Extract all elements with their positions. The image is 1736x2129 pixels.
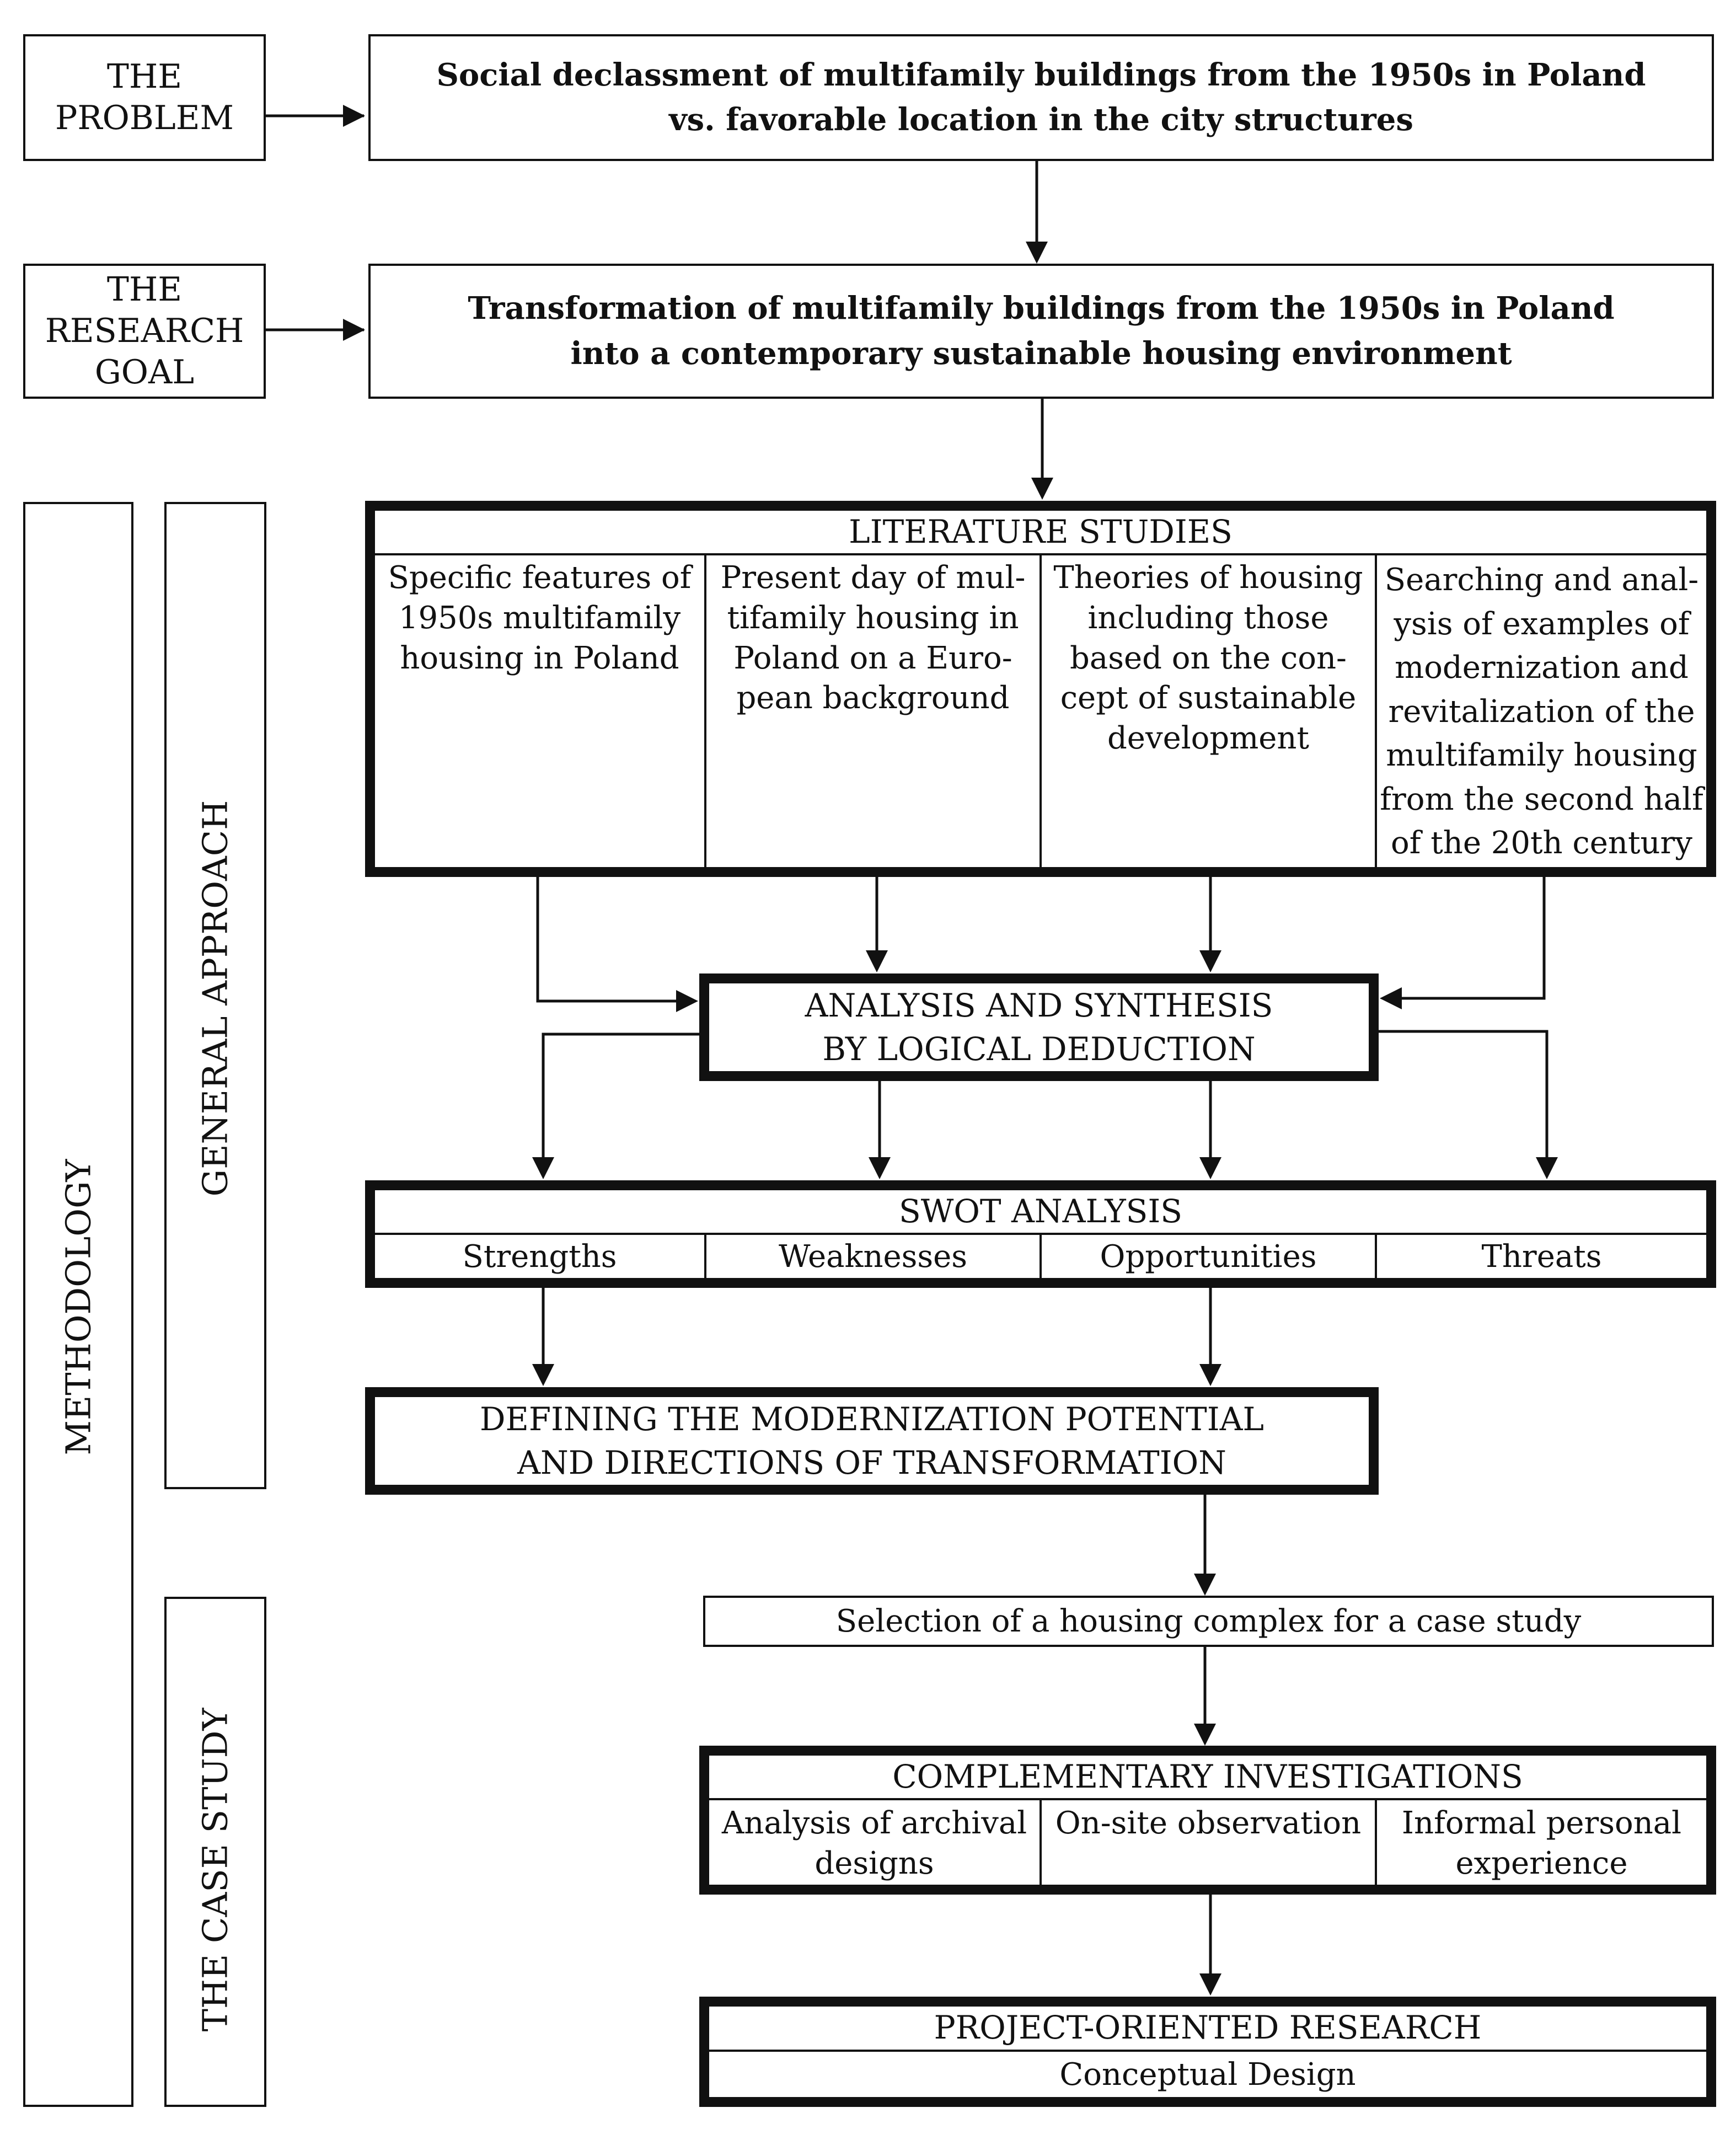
goal-text: Transformation of multifamily buildings … (468, 290, 1615, 372)
swot-threats: Threats (1481, 1238, 1602, 1275)
goal-box (368, 264, 1714, 399)
analysis-text: ANALYSIS AND SYNTHESIS BY LOGICAL DEDUCT… (805, 987, 1273, 1068)
arrow-analysis-to-strengths (542, 1033, 699, 1158)
arrowhead-lit1 (676, 990, 698, 1012)
problem-box (368, 34, 1714, 161)
defining-box (365, 1387, 1379, 1495)
defining-text: DEFINING THE MODERNIZATION POTENTIAL AND… (479, 1400, 1265, 1481)
methodology-label: METHODOLOGY (58, 1159, 99, 1456)
project-divider (709, 2050, 1706, 2052)
analysis-box (699, 973, 1379, 1081)
selection-box (703, 1596, 1714, 1647)
complementary-archival: Analysis of archival designs (721, 1805, 1027, 1881)
complementary-title: COMPLEMENTARY INVESTIGATIONS (892, 1758, 1523, 1795)
arrowhead-strengths (532, 1157, 554, 1179)
arrowhead-problem-goal (1026, 242, 1048, 264)
literature-col-divider-3 (1375, 553, 1377, 868)
literature-col-divider-1 (704, 553, 706, 868)
methodology-column (23, 502, 133, 2107)
arrowhead-lit4 (1380, 987, 1402, 1009)
research-goal-label: THE RESEARCH GOAL (45, 270, 244, 392)
swot-strengths: Strengths (462, 1238, 617, 1275)
problem-label: THE PROBLEM (55, 57, 234, 137)
project-subtitle: Conceptual Design (1059, 2056, 1356, 2093)
literature-item-present-day: Present day of mul- tifamily housing in … (720, 560, 1026, 716)
swot-col-divider-3 (1375, 1233, 1377, 1278)
project-box (699, 1997, 1716, 2107)
arrowhead-selection (1194, 1574, 1216, 1596)
literature-item-theories: Theories of housing including those base… (1053, 560, 1363, 757)
arrow-lit1-to-analysis (536, 877, 678, 1003)
complementary-col-divider-1 (1040, 1798, 1042, 1885)
arrowhead-project (1199, 1973, 1221, 1996)
problem-text: Social declassment of multifamily buildi… (436, 56, 1646, 138)
arrowhead-defining-2 (1199, 1364, 1221, 1386)
literature-title: LITERATURE STUDIES (849, 513, 1233, 550)
general-approach-column (164, 502, 266, 1489)
arrowhead-weaknesses (869, 1157, 891, 1179)
case-study-column (164, 1597, 266, 2107)
arrowhead-complementary (1194, 1724, 1216, 1746)
arrowhead-defining-1 (532, 1364, 554, 1386)
complementary-onsite: On-site observation (1055, 1805, 1362, 1841)
arrowhead-goal (343, 319, 365, 341)
complementary-divider (709, 1798, 1706, 1800)
arrowhead-lit3 (1199, 950, 1221, 972)
complementary-box (699, 1746, 1716, 1895)
arrow-lit4-to-analysis (1401, 877, 1546, 1000)
complementary-col-divider-2 (1375, 1798, 1377, 1885)
swot-title: SWOT ANALYSIS (898, 1192, 1182, 1230)
case-study-label: THE CASE STUDY (195, 1708, 235, 2032)
arrow-analysis-to-threats (1379, 1030, 1549, 1158)
arrowhead-goal-literature (1031, 478, 1053, 500)
arrowhead-threats (1536, 1157, 1558, 1179)
literature-item-examples: Searching and anal- ysis of examples of … (1380, 562, 1703, 862)
literature-item-1950s-features: Specific features of 1950s multifamily h… (388, 560, 692, 676)
arrowhead-problem (343, 105, 365, 127)
problem-label-box (23, 34, 266, 161)
project-title: PROJECT-ORIENTED RESEARCH (934, 2009, 1482, 2046)
swot-col-divider-2 (1040, 1233, 1042, 1278)
swot-weaknesses: Weaknesses (778, 1238, 967, 1275)
general-approach-label: GENERAL APPROACH (195, 800, 235, 1197)
swot-opportunities: Opportunities (1100, 1238, 1317, 1275)
research-goal-label-box (23, 264, 266, 399)
complementary-personal: Informal personal experience (1401, 1805, 1682, 1881)
selection-text: Selection of a housing complex for a cas… (835, 1603, 1582, 1639)
arrowhead-opportunities (1199, 1157, 1221, 1179)
arrowhead-lit2 (866, 950, 888, 972)
swot-col-divider-1 (704, 1233, 706, 1278)
literature-col-divider-2 (1040, 553, 1042, 868)
